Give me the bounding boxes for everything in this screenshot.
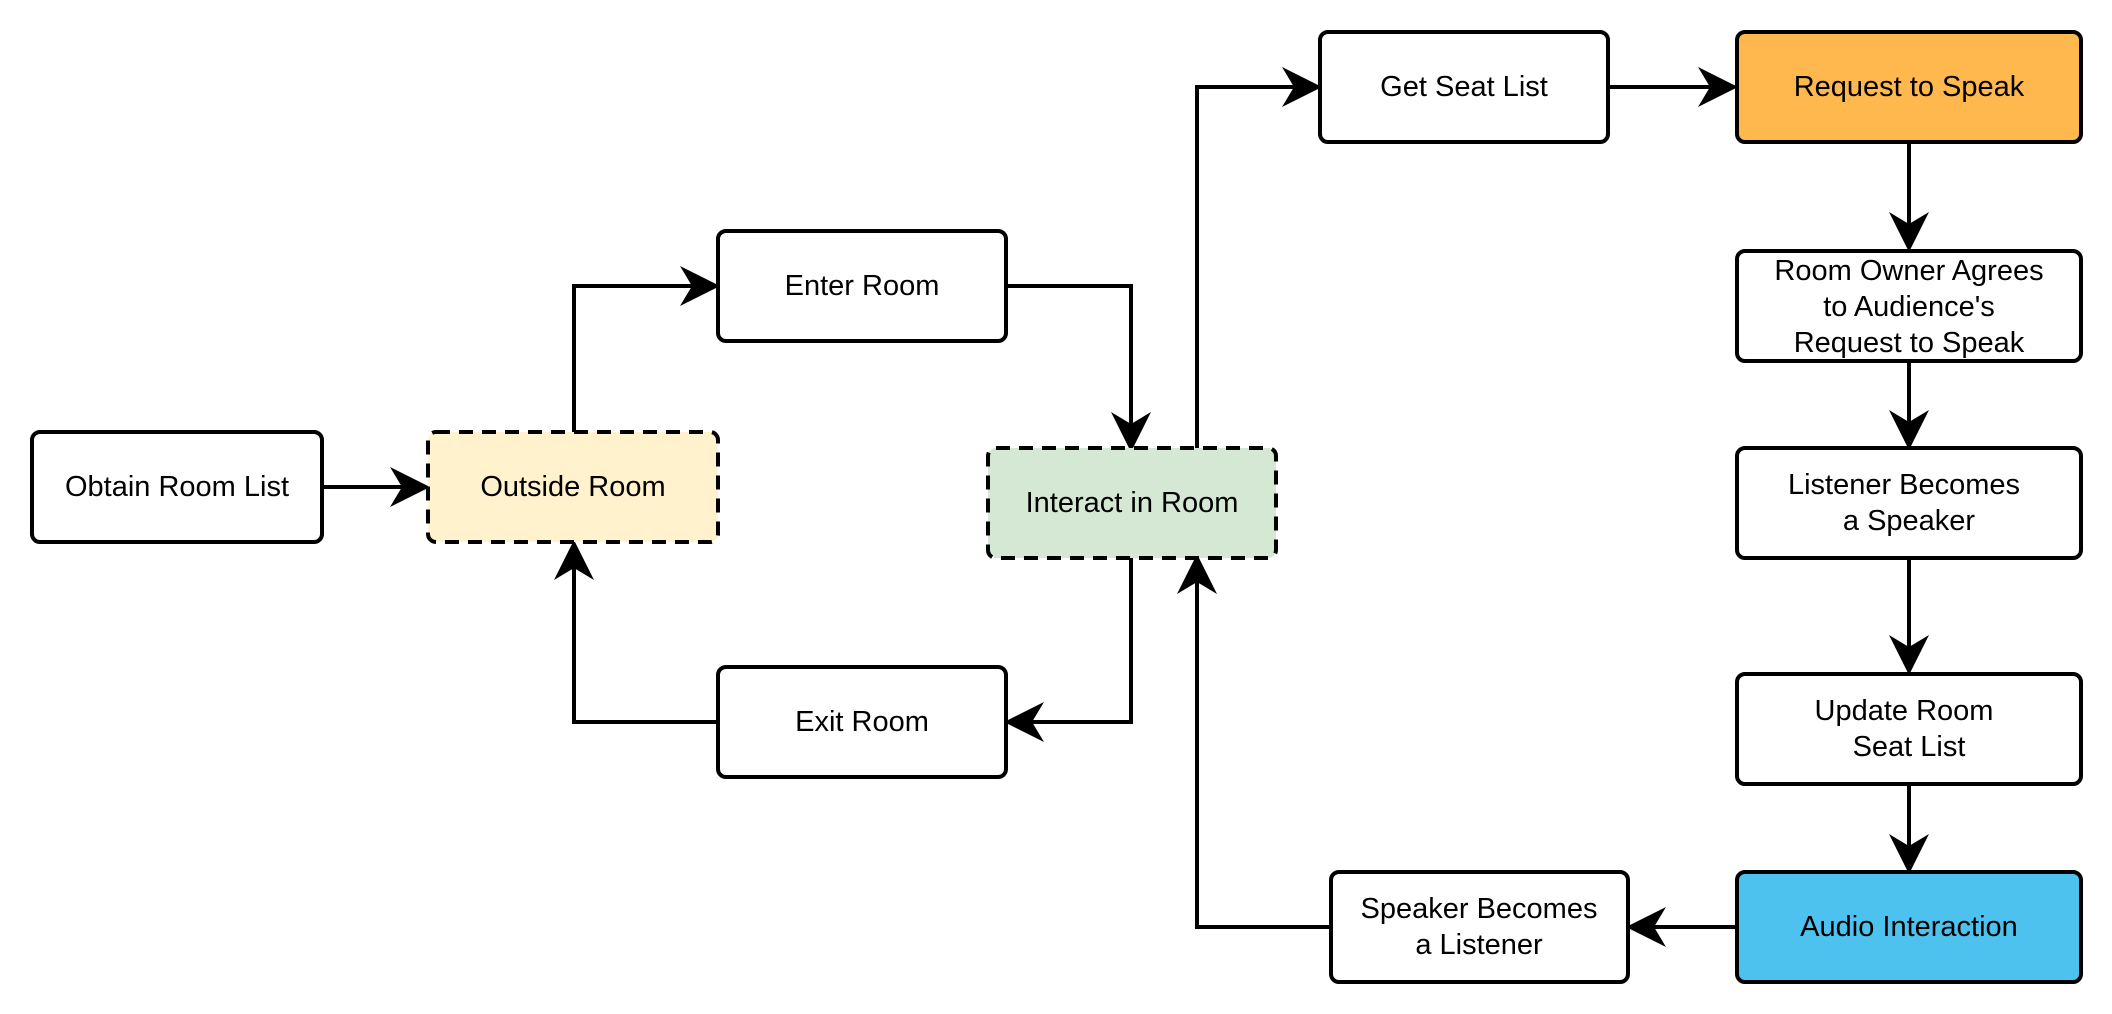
exit-room-node: Exit Room bbox=[716, 665, 1008, 779]
update-room-seat-list-label-line-1: Update Room bbox=[1815, 695, 1994, 727]
obtain-room-list-label: Obtain Room List bbox=[65, 471, 289, 503]
edges bbox=[322, 67, 1929, 947]
edge-speaker-becomes-listener-to-interact-in-room bbox=[1177, 554, 1331, 929]
listener-becomes-speaker-label-line-1: Listener Becomes bbox=[1788, 469, 2020, 501]
speaker-becomes-listener-node: Speaker Becomes a Listener bbox=[1329, 870, 1630, 984]
obtain-room-list-node: Obtain Room List bbox=[30, 430, 324, 544]
audio-interaction-label: Audio Interaction bbox=[1800, 911, 2018, 943]
edge-interact-in-room-to-exit-room bbox=[1004, 558, 1133, 742]
speaker-becomes-listener-label-line-1: Speaker Becomes bbox=[1361, 893, 1598, 925]
edge-interact-in-room-to-get-seat-list bbox=[1195, 67, 1322, 448]
update-room-seat-list-label-line-2: Seat List bbox=[1853, 731, 1966, 763]
request-to-speak-node: Request to Speak bbox=[1735, 30, 2083, 144]
room-owner-agrees-label-line-1: Room Owner Agrees bbox=[1774, 255, 2043, 287]
speaker-becomes-listener-label-line-2: a Listener bbox=[1415, 929, 1543, 961]
get-seat-list-label: Get Seat List bbox=[1380, 71, 1548, 103]
edge-exit-room-to-outside-room bbox=[554, 540, 718, 724]
room-owner-agrees-node: Room Owner Agrees to Audience's Request … bbox=[1735, 249, 2083, 363]
room-owner-agrees-label-line-2: to Audience's bbox=[1823, 291, 1995, 323]
interact-in-room-node: Interact in Room bbox=[986, 446, 1278, 560]
audio-interaction-node: Audio Interaction bbox=[1735, 870, 2083, 984]
interact-in-room-label: Interact in Room bbox=[1026, 487, 1239, 519]
listener-becomes-speaker-node: Listener Becomes a Speaker bbox=[1735, 446, 2083, 560]
edge-enter-room-to-interact-in-room bbox=[1006, 284, 1151, 452]
request-to-speak-label: Request to Speak bbox=[1794, 71, 2025, 103]
edge-outside-room-to-enter-room bbox=[572, 266, 720, 432]
room-owner-agrees-label-line-3: Request to Speak bbox=[1794, 327, 2025, 359]
outside-room-node: Outside Room bbox=[426, 430, 720, 544]
enter-room-node: Enter Room bbox=[716, 229, 1008, 343]
exit-room-label: Exit Room bbox=[795, 706, 929, 738]
listener-becomes-speaker-label-line-2: a Speaker bbox=[1843, 505, 1976, 537]
enter-room-label: Enter Room bbox=[785, 270, 940, 302]
outside-room-label: Outside Room bbox=[480, 471, 665, 503]
get-seat-list-node: Get Seat List bbox=[1318, 30, 1610, 144]
update-room-seat-list-node: Update Room Seat List bbox=[1735, 672, 2083, 786]
